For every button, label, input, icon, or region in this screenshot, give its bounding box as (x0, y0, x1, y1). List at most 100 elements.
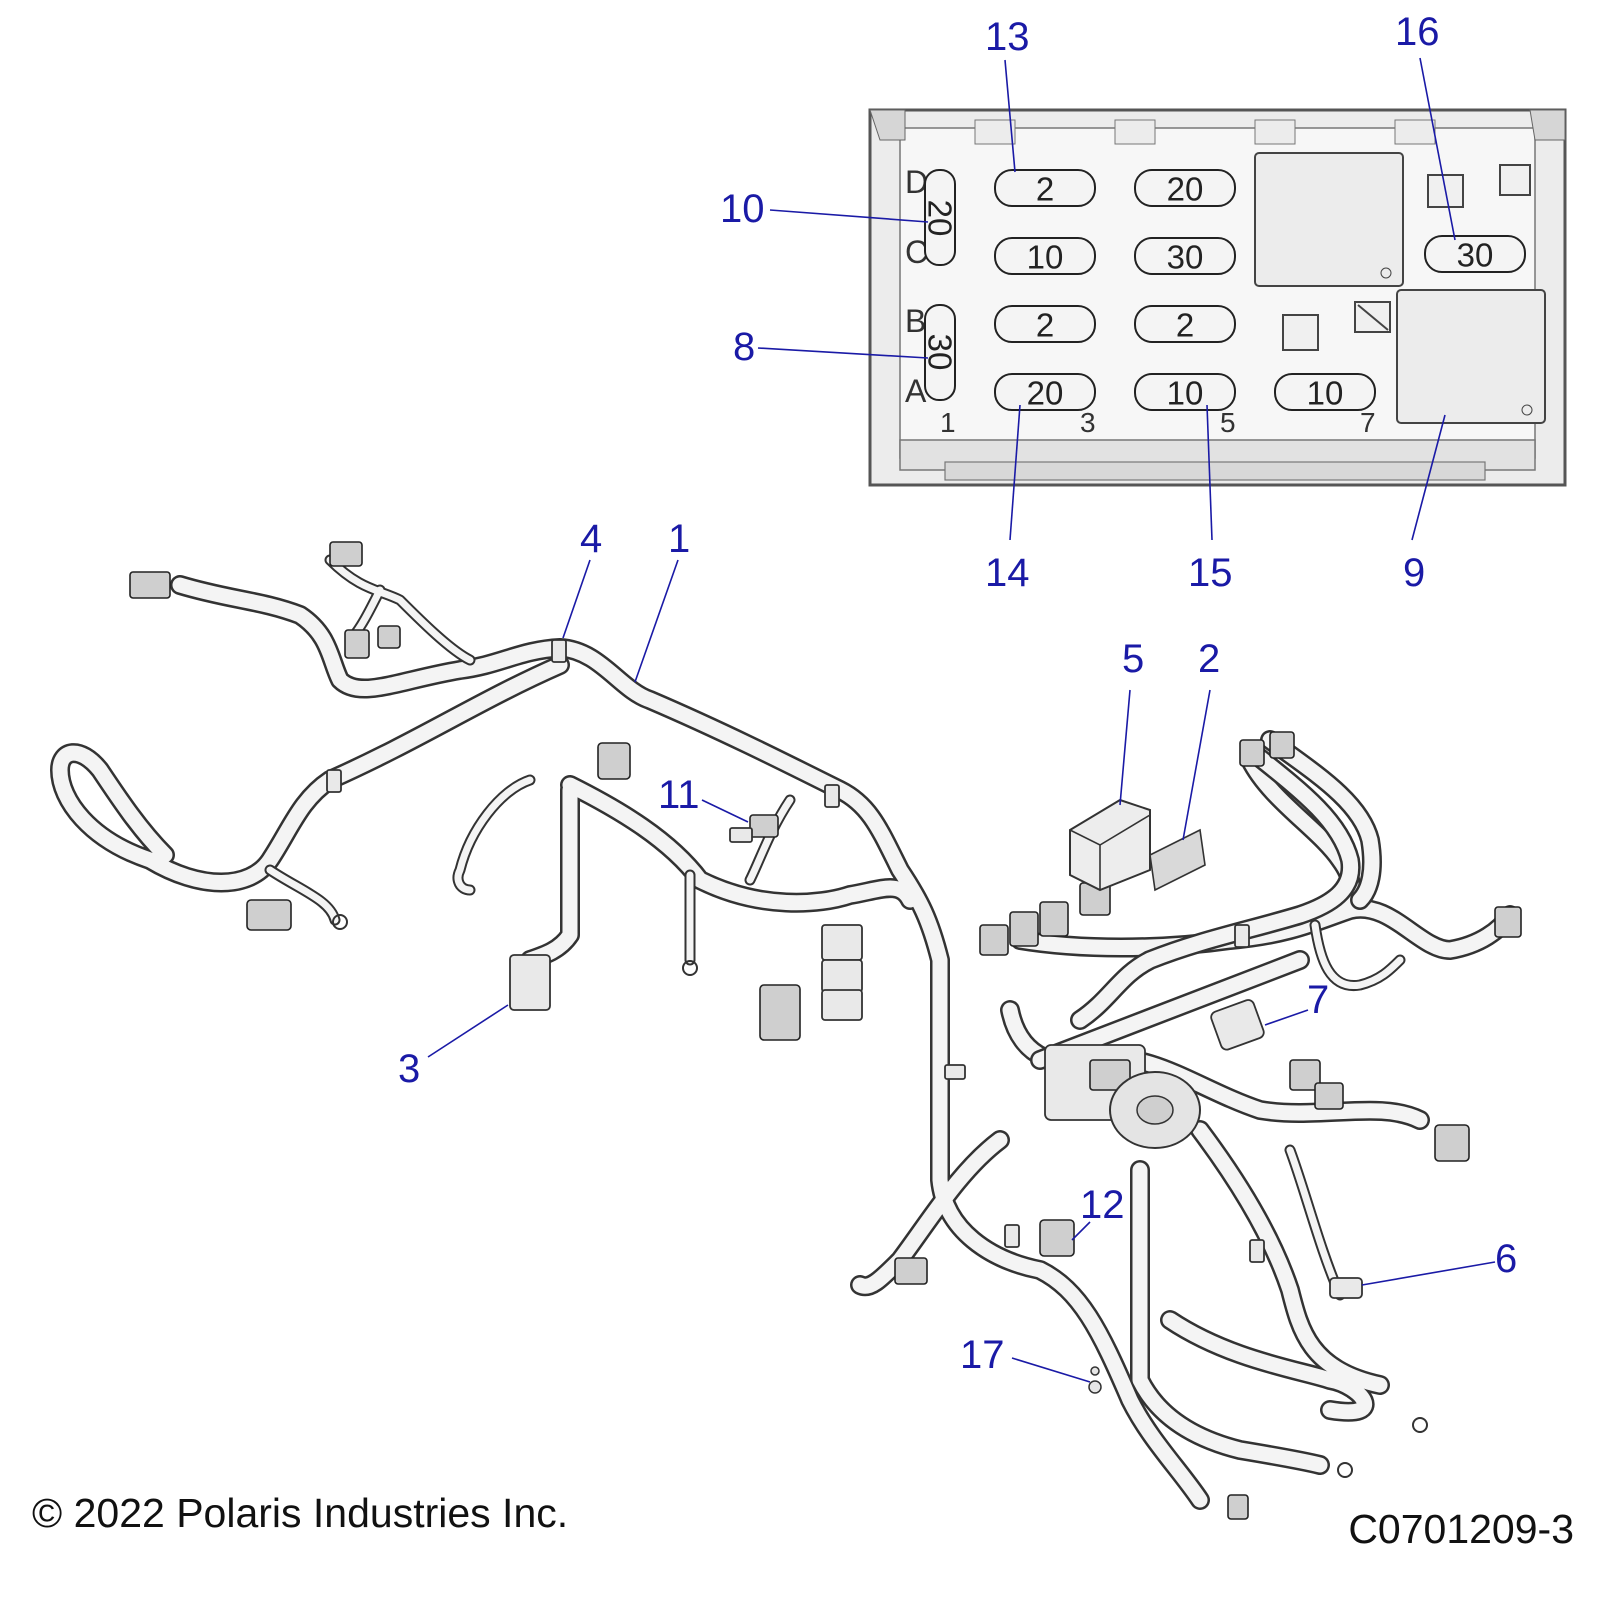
svg-text:20: 20 (1167, 171, 1204, 208)
fuse-c-right: 30 (1424, 235, 1526, 274)
sensor-bracket (729, 827, 753, 843)
callout-9: 9 (1403, 551, 1425, 595)
connector-cluster (979, 924, 1009, 956)
fuse-box-top-tab (974, 119, 1016, 145)
harness-clamp (551, 639, 567, 663)
harness-grommet-center (1136, 1095, 1174, 1125)
row-label-b: B (905, 303, 926, 339)
connector-top-right (1239, 739, 1265, 767)
relay-upper-pin (1380, 267, 1392, 279)
connector-branch (377, 625, 401, 649)
callout-2: 2 (1198, 637, 1220, 681)
connector-far-right (1494, 906, 1522, 938)
ring-terminal (1337, 1462, 1353, 1478)
fuse-box-inset: D C B A 1 3 5 7 20 30 2 20 10 (868, 108, 1567, 487)
callout-7: 7 (1307, 978, 1329, 1022)
fuse-b-mid: 2 (1134, 305, 1236, 344)
callout-8: 8 (733, 325, 755, 369)
callouts: 13 16 10 8 14 15 9 4 1 5 2 11 3 7 12 6 1… (398, 10, 1517, 1377)
callout-4: 4 (580, 517, 602, 561)
fuse-box-bottom-slot (944, 461, 1486, 481)
fuse-box-top-tab (1394, 119, 1436, 145)
callout-11: 11 (658, 773, 700, 817)
svg-text:10: 10 (1167, 375, 1204, 412)
connector-right-lower (1434, 1124, 1470, 1162)
connector-stack (821, 959, 863, 993)
fuse-box-corner-left (869, 109, 906, 141)
connector-lower-left (246, 899, 292, 931)
empty-socket (1282, 314, 1319, 351)
svg-text:20: 20 (922, 200, 959, 237)
fuse-a-mid: 10 (1134, 373, 1236, 412)
harness-clamp (1249, 1239, 1265, 1263)
relay-upper (1254, 152, 1404, 287)
fuse-d-mid: 20 (1134, 169, 1236, 208)
relay-harness (1210, 999, 1265, 1051)
callout-17: 17 (960, 1333, 1005, 1377)
copyright-notice: © 2022 Polaris Industries Inc. (32, 1490, 569, 1536)
row-label-a: A (905, 373, 927, 409)
callout-16: 16 (1395, 10, 1440, 54)
connector-right-mid (1314, 1082, 1344, 1110)
sensor-module (749, 814, 779, 838)
empty-socket-diagonal (1357, 304, 1389, 331)
harness-clamp (1004, 1224, 1020, 1248)
leader-lines (427, 57, 1496, 1383)
fuse-d-left: 2 (994, 169, 1096, 208)
connector-branch (344, 629, 370, 659)
callout-5: 5 (1122, 637, 1144, 681)
ring-terminal (682, 960, 698, 976)
svg-text:2: 2 (1036, 171, 1054, 208)
figure-id: C0701209-3 (1348, 1506, 1574, 1552)
connector-cluster (1009, 911, 1039, 947)
fuse-b-left: 2 (994, 305, 1096, 344)
connector-top-right (1269, 731, 1295, 759)
fuse-a-right: 10 (1274, 373, 1376, 412)
empty-socket (1499, 164, 1531, 196)
svg-text:30: 30 (922, 334, 959, 371)
callout-6: 6 (1495, 1237, 1517, 1281)
column-label-5: 5 (1220, 407, 1236, 438)
callout-12: 12 (1080, 1183, 1125, 1227)
callout-15: 15 (1188, 551, 1233, 595)
fuse-label-decal (1149, 828, 1206, 892)
fuse-c-mid: 30 (1134, 237, 1236, 276)
connector-item-6 (1329, 1277, 1363, 1299)
fuse-box-cover-edge (1069, 814, 1151, 890)
ecu-module (509, 954, 551, 1011)
harness-clamp (326, 769, 342, 793)
callout-3: 3 (398, 1047, 420, 1091)
fuse-c-left: 10 (994, 237, 1096, 276)
row-label-c: C (905, 234, 928, 270)
connector-stack (821, 924, 863, 961)
harness-fuse-module-slot (1089, 1059, 1131, 1091)
fuse-box-top-tab (1254, 119, 1296, 145)
svg-text:20: 20 (1027, 375, 1064, 412)
column-label-3: 3 (1080, 407, 1096, 438)
column-label-7: 7 (1360, 407, 1376, 438)
row-label-d: D (905, 164, 928, 200)
relay-lower (1396, 289, 1546, 424)
harness-clamp (824, 784, 840, 808)
fuse-vertical-lower: 30 (922, 304, 959, 401)
connector-item-12 (1039, 1219, 1075, 1257)
fuse-vertical-upper: 20 (922, 169, 959, 266)
relay-lower-pin (1521, 404, 1533, 416)
ring-terminal (1412, 1417, 1428, 1433)
svg-text:2: 2 (1176, 307, 1194, 344)
harness-clip-head (1090, 1366, 1100, 1376)
connector-cab-mid (597, 742, 631, 780)
svg-text:30: 30 (1167, 239, 1204, 276)
column-label-1: 1 (940, 407, 956, 438)
connector-top-left (129, 571, 171, 599)
harness-clamp (944, 1064, 966, 1080)
harness-clamp (1234, 924, 1250, 948)
connector-lower-left-tip (894, 1257, 928, 1285)
callout-13: 13 (985, 15, 1030, 59)
svg-text:2: 2 (1036, 307, 1054, 344)
fuse-box-corner-right (1529, 109, 1566, 141)
svg-text:10: 10 (1307, 375, 1344, 412)
connector-cluster (1039, 901, 1069, 937)
fuse-box-top-tab (1114, 119, 1156, 145)
